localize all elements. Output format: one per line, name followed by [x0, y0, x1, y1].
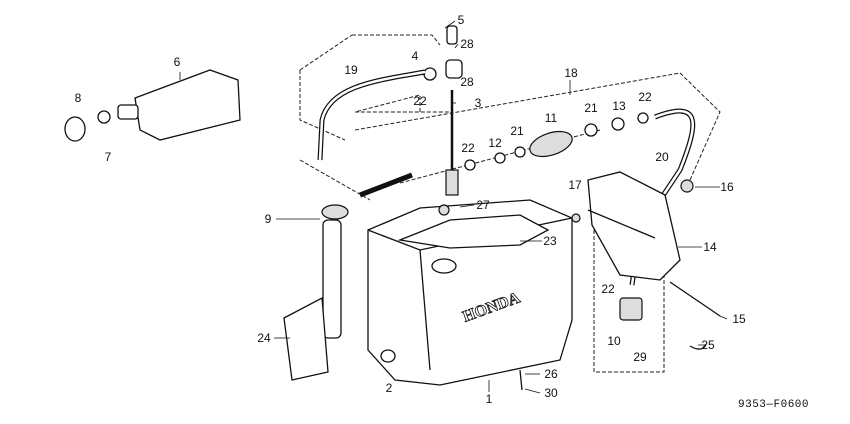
- callout-5[interactable]: 5: [457, 13, 465, 27]
- primer-bulb: [529, 130, 573, 158]
- callout-14[interactable]: 14: [703, 240, 717, 254]
- oil-bottle: [134, 69, 241, 141]
- callout-6[interactable]: 6: [173, 55, 181, 69]
- callout-18[interactable]: 18: [564, 66, 578, 80]
- callout-3[interactable]: 3: [474, 96, 482, 110]
- callout-7[interactable]: 7: [104, 150, 112, 164]
- callout-19[interactable]: 19: [344, 63, 358, 77]
- label-card: [283, 296, 329, 381]
- callout-17[interactable]: 17: [568, 178, 582, 192]
- tank-bracket: [587, 171, 681, 281]
- callout-28b[interactable]: 28: [460, 75, 474, 89]
- callout-21[interactable]: 21: [584, 101, 598, 115]
- callout-24[interactable]: 24: [257, 331, 271, 345]
- callout-4[interactable]: 4: [411, 49, 419, 63]
- callout-20[interactable]: 20: [655, 150, 669, 164]
- callout-16[interactable]: 16: [720, 180, 734, 194]
- callout-29[interactable]: 29: [633, 350, 647, 364]
- clip: [423, 67, 437, 81]
- callout-8[interactable]: 8: [74, 91, 82, 105]
- callout-10[interactable]: 10: [607, 334, 621, 348]
- callout-22c[interactable]: 22: [638, 90, 652, 104]
- fuel-gauge: [322, 219, 342, 339]
- callout-27[interactable]: 27: [476, 198, 490, 212]
- connector: [445, 59, 463, 79]
- callout-28[interactable]: 28: [460, 37, 474, 51]
- callout-22e[interactable]: 22: [601, 282, 615, 296]
- callout-22d[interactable]: 22: [461, 141, 475, 155]
- cap-5: [446, 25, 458, 45]
- callout-15[interactable]: 15: [732, 312, 746, 326]
- callout-13[interactable]: 13: [612, 99, 626, 113]
- callout-1[interactable]: 1: [485, 392, 493, 406]
- tube-thread: [445, 169, 459, 196]
- fuel-tank: [367, 199, 573, 386]
- callout-25[interactable]: 25: [701, 338, 715, 352]
- callout-26[interactable]: 26: [544, 367, 558, 381]
- callout-9[interactable]: 9: [264, 212, 272, 226]
- callout-2[interactable]: 2: [385, 381, 393, 395]
- callout-12[interactable]: 12: [488, 136, 502, 150]
- callout-11[interactable]: 11: [544, 111, 558, 125]
- callout-30[interactable]: 30: [544, 386, 558, 400]
- callout-23[interactable]: 23: [543, 234, 557, 248]
- callout-22[interactable]: 22: [413, 94, 427, 108]
- fuel-valve: [619, 297, 643, 321]
- hose-group-outline: [299, 34, 450, 141]
- callout-21b[interactable]: 21: [510, 124, 524, 138]
- drawing-code: 9353—F0600: [738, 399, 810, 411]
- bracket-group-outline: [593, 230, 665, 373]
